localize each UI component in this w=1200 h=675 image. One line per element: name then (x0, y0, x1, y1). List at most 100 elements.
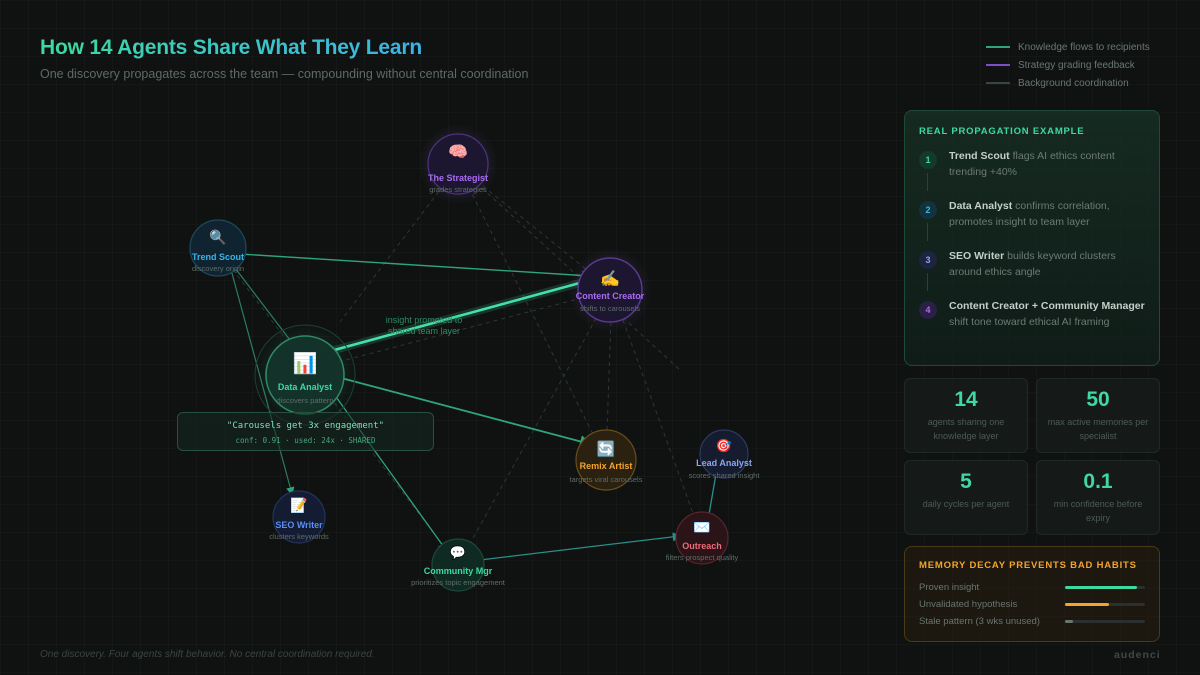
node-content-creator[interactable]: ✍️ Content Creator shifts to carousels (568, 248, 652, 332)
edge-scout-analyst (231, 263, 291, 341)
node-sublabel: scores shared insight (689, 471, 761, 480)
edge-analyst-creator-bg (299, 289, 613, 373)
step-actor: Content Creator + Community Manager (949, 300, 1145, 312)
node-seo-writer[interactable]: 📝 SEO Writer clusters keywords (269, 490, 329, 544)
legend-label: Knowledge flows to recipients (1018, 41, 1150, 53)
node-label: Remix Artist (580, 461, 633, 471)
node-circle (699, 429, 749, 479)
step-number: 3 (919, 251, 937, 269)
page-subtitle: One discovery propagates across the team… (40, 67, 529, 81)
speech-bubble-icon: 💬 (450, 545, 466, 561)
step-actor: Data Analyst (949, 200, 1013, 212)
node-circle (427, 133, 489, 195)
stat-card-cycles: 5 daily cycles per agent (904, 460, 1028, 535)
step-text: Trend Scout flags AI ethics content tren… (949, 149, 1145, 180)
node-outreach[interactable]: ✉️ Outreach filters prospect quality (666, 511, 739, 565)
legend-item-background: Background coordination (986, 74, 1150, 92)
decay-row: Stale pattern (3 wks unused) (919, 613, 1145, 630)
panel-heading: MEMORY DECAY PREVENTS BAD HABITS (919, 560, 1137, 571)
node-label: Trend Scout (192, 252, 244, 262)
stat-card-confidence: 0.1 min confidence before expiry (1036, 460, 1160, 535)
edge-label-line1: insight promoted to (386, 315, 463, 325)
node-label: Data Analyst (278, 382, 332, 392)
decay-bar (1065, 586, 1145, 589)
legend-item-knowledge: Knowledge flows to recipients (986, 38, 1150, 56)
edge-scout-creator (239, 253, 592, 281)
memo-icon: 📝 (290, 497, 307, 514)
step-description: builds keyword clusters around ethics an… (949, 250, 1116, 278)
legend-line-purple (986, 64, 1010, 66)
node-circle (189, 219, 247, 277)
step-actor: SEO Writer (949, 250, 1005, 262)
target-icon: 🎯 (716, 438, 732, 454)
node-label: Outreach (682, 541, 722, 551)
step-description: confirms correlation, promotes insight t… (949, 200, 1110, 228)
edge-label-line2: shared team layer (388, 326, 460, 336)
edge-creator-outreach (611, 289, 703, 539)
insight-meta: conf: 0.91 · used: 24x · SHARED (235, 436, 376, 445)
node-lead-analyst[interactable]: 🎯 Lead Analyst scores shared insight (689, 429, 761, 480)
node-label: Content Creator (576, 291, 645, 301)
legend-label: Background coordination (1018, 77, 1129, 89)
brand-logo: audenci (1114, 649, 1161, 661)
step-text: Data Analyst confirms correlation, promo… (949, 199, 1145, 230)
edge-lead-outreach (704, 473, 717, 522)
edge-strategist-remix (457, 165, 607, 461)
edge-creator-community (457, 289, 613, 566)
propagation-step: 2 Data Analyst confirms correlation, pro… (919, 199, 1145, 249)
bar-chart-icon: 📊 (293, 351, 318, 375)
node-circle (575, 429, 637, 491)
legend: Knowledge flows to recipients Strategy g… (986, 38, 1150, 92)
stat-value: 5 (960, 470, 972, 493)
stat-value: 0.1 (1083, 470, 1113, 493)
stat-card-memories: 50 max active memories per specialist (1036, 378, 1160, 453)
node-circle (272, 490, 326, 544)
step-connector (927, 173, 928, 191)
decay-bar-fill (1065, 620, 1073, 623)
brain-icon: 🧠 (448, 142, 468, 161)
stat-value: 14 (954, 388, 978, 411)
node-label: Community Mgr (424, 566, 493, 576)
step-number: 1 (919, 151, 937, 169)
node-sublabel: discovers pattern (276, 396, 333, 405)
node-sublabel: discovery origin (192, 264, 244, 273)
stat-label: min confidence before expiry (1053, 499, 1143, 523)
stat-label: max active memories per specialist (1047, 417, 1149, 441)
propagation-step: 3 SEO Writer builds keyword clusters aro… (919, 249, 1145, 299)
node-strategist[interactable]: 🧠 The Strategist grades strategies (418, 124, 498, 204)
agent-network-diagram: insight promoted to shared team layer 🧠 … (189, 124, 761, 592)
shared-insight-card[interactable]: "Carousels get 3x engagement" conf: 0.91… (177, 412, 434, 451)
step-number: 4 (919, 301, 937, 319)
propagation-step: 4 Content Creator + Community Manager sh… (919, 299, 1145, 349)
edge-analyst-remix (325, 373, 593, 448)
memory-decay-panel: MEMORY DECAY PREVENTS BAD HABITS Proven … (904, 546, 1160, 642)
node-sublabel: targets viral carousels (570, 475, 643, 484)
decay-bar (1065, 603, 1145, 606)
edge-scout-community (217, 249, 459, 566)
node-sublabel: shifts to carousels (580, 304, 640, 313)
node-community-mgr[interactable]: 💬 Community Mgr prioritizes topic engage… (411, 538, 506, 592)
node-label: SEO Writer (275, 520, 323, 530)
node-sublabel: grades strategies (429, 185, 487, 194)
stat-label: agents sharing one knowledge layer (927, 417, 1005, 441)
node-circle (431, 538, 485, 592)
node-remix-artist[interactable]: 🔄 Remix Artist targets viral carousels (570, 429, 643, 491)
stat-value: 50 (1086, 388, 1110, 411)
legend-line-green (986, 46, 1010, 48)
node-label: Lead Analyst (696, 458, 752, 468)
refresh-icon: 🔄 (597, 440, 616, 458)
legend-label: Strategy grading feedback (1018, 59, 1135, 71)
footer-note: One discovery. Four agents shift behavio… (40, 649, 375, 660)
envelope-icon: ✉️ (693, 520, 710, 536)
node-data-analyst[interactable]: 📊 Data Analyst discovers pattern (253, 323, 357, 427)
legend-item-grading: Strategy grading feedback (986, 56, 1150, 74)
edge-analyst-creator (315, 273, 602, 357)
step-description: shift tone toward ethical AI framing (949, 315, 1110, 328)
panel-heading: REAL PROPAGATION EXAMPLE (919, 126, 1085, 137)
node-label: The Strategist (428, 173, 488, 183)
step-connector (927, 273, 928, 291)
step-number: 2 (919, 201, 937, 219)
node-trend-scout[interactable]: 🔍 Trend Scout discovery origin (189, 219, 247, 277)
page-title: How 14 Agents Share What They Learn (40, 36, 422, 59)
legend-line-gray (986, 82, 1010, 84)
